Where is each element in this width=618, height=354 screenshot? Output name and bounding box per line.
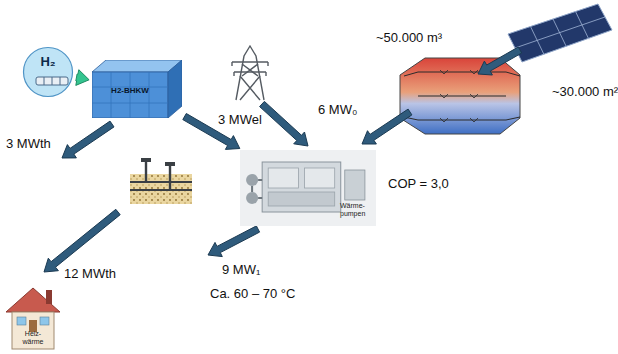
hydrogen-source-label: H₂ xyxy=(28,55,68,70)
heat-pump-shape xyxy=(304,168,334,188)
heat-pump-shape xyxy=(252,180,262,198)
chp-unit-shape xyxy=(92,72,168,118)
storage-tank xyxy=(400,58,520,134)
house-shape xyxy=(6,288,60,312)
solar-panel xyxy=(508,4,612,62)
collector-area: ~30.000 m² xyxy=(552,84,618,100)
heat-output: 9 MW₁ xyxy=(222,262,260,278)
temperature-range: Ca. 60 – 70 °C xyxy=(210,286,295,302)
electric-power: 3 MWel xyxy=(218,112,262,128)
flow-arrow xyxy=(260,101,308,146)
heat-pump-label: Wärme- pumpen xyxy=(340,202,374,218)
hydrogen-source: H₂ xyxy=(22,46,74,98)
flow-arrow xyxy=(478,47,522,75)
power-pylon xyxy=(232,46,268,100)
flow-arrow xyxy=(44,209,120,272)
chp-unit-shape xyxy=(92,72,168,118)
house-shape xyxy=(12,312,54,349)
heat-pump-shape xyxy=(345,170,365,200)
heat-pump-shape xyxy=(268,168,298,188)
heat-pump-shape xyxy=(262,162,341,212)
storage-volume: ~50.000 m³ xyxy=(376,30,442,46)
house-shape xyxy=(46,290,52,304)
flow-connector xyxy=(76,70,89,86)
hydrogen-source-shape xyxy=(22,46,74,98)
chp-unit: H2-BHKW xyxy=(92,60,182,118)
heat-pump-shape xyxy=(240,150,376,226)
flow-arrow xyxy=(62,121,114,158)
house: Heiz- wärme xyxy=(4,282,62,350)
hydrogen-source-shape xyxy=(44,77,60,85)
chp-unit-label: H2-BHKW xyxy=(96,86,164,95)
heat-pump-shape xyxy=(246,192,258,204)
district-heating-pipe xyxy=(130,158,192,204)
house-shape xyxy=(40,317,49,325)
chp-unit-shape xyxy=(92,60,182,72)
house-shape xyxy=(17,317,26,325)
heat-pump-shape xyxy=(246,174,258,186)
connector-arrow xyxy=(76,70,89,86)
heat-pump-shape xyxy=(268,192,334,206)
flow-arrow xyxy=(208,226,260,257)
heat-output: 3 MWth xyxy=(6,136,51,152)
chp-unit-shape xyxy=(168,60,182,118)
house-label: Heiz- wärme xyxy=(14,330,52,346)
performance-coefficient: COP = 3,0 xyxy=(388,176,449,192)
flow-arrow xyxy=(362,109,412,144)
heat-pump: Wärme- pumpen xyxy=(240,150,376,226)
hydrogen-source-shape xyxy=(24,48,73,97)
heat-demand: 12 MWth xyxy=(64,266,116,282)
hydrogen-source-shape xyxy=(36,77,68,85)
source-heat: 6 MW₀ xyxy=(318,102,357,118)
